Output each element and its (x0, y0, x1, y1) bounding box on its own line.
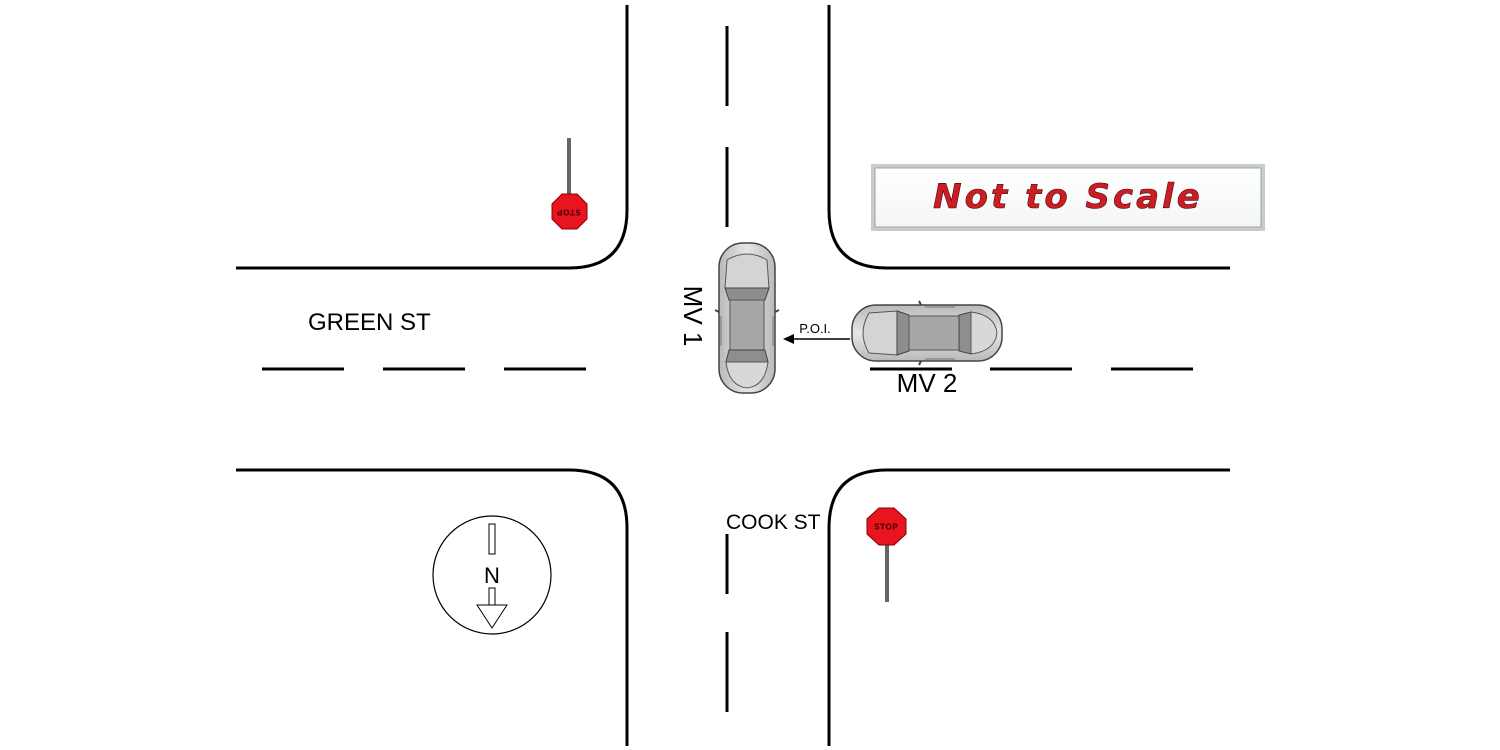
stop-sign-icon (866, 507, 907, 546)
north-letter: N (484, 563, 500, 588)
stop-sign-northwest: STOP (551, 138, 588, 230)
poi-label: P.O.I. (799, 321, 831, 336)
curb-ne (827, 5, 1230, 270)
not-to-scale-banner: Not to Scale (871, 164, 1265, 231)
stop-sign-icon (551, 193, 588, 230)
stop-sign-text: STOP (874, 523, 898, 532)
mv2-label: MV 2 (897, 368, 958, 398)
stop-sign-text: STOP (557, 208, 581, 217)
mv1-label: MV 1 (678, 286, 708, 347)
green-st-label: GREEN ST (308, 309, 431, 336)
arrowhead-icon (783, 334, 794, 344)
stop-sign-southeast: STOP (866, 507, 907, 602)
vehicle-mv2 (851, 300, 1003, 366)
vehicle-mv1 (714, 242, 780, 394)
center-lines (262, 26, 1193, 712)
curb-nw (236, 5, 629, 270)
north-arrowhead-icon (476, 604, 508, 629)
poi-arrow (783, 334, 850, 344)
not-to-scale-text: Not to Scale (933, 177, 1203, 217)
curb-sw (236, 468, 629, 746)
cook-st-label: COOK ST (726, 511, 821, 534)
curb-se (827, 468, 1230, 746)
north-arrow: N (432, 515, 552, 635)
road-edges (236, 5, 1230, 746)
